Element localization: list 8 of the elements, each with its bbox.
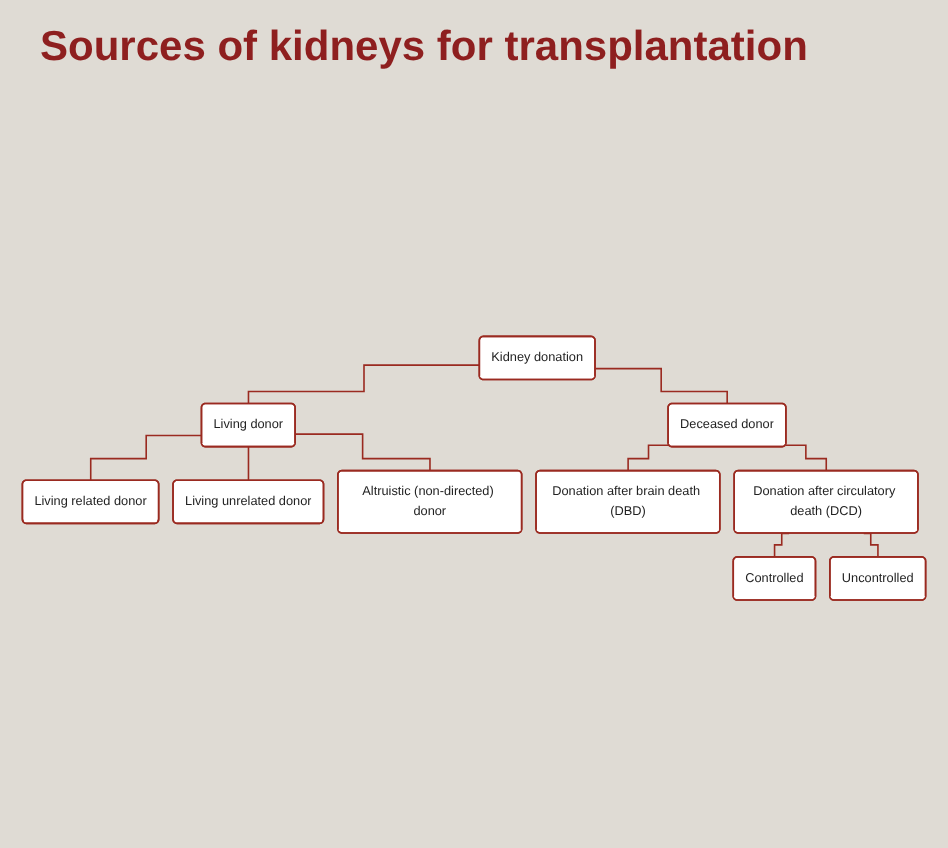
connector (247, 446, 250, 482)
connector (294, 433, 431, 472)
connector (594, 367, 729, 405)
connector (89, 434, 203, 482)
diagram-title: Sources of kidneys for transplantation (40, 24, 808, 72)
connector (247, 364, 481, 405)
connector (627, 444, 670, 472)
connector (784, 444, 828, 472)
